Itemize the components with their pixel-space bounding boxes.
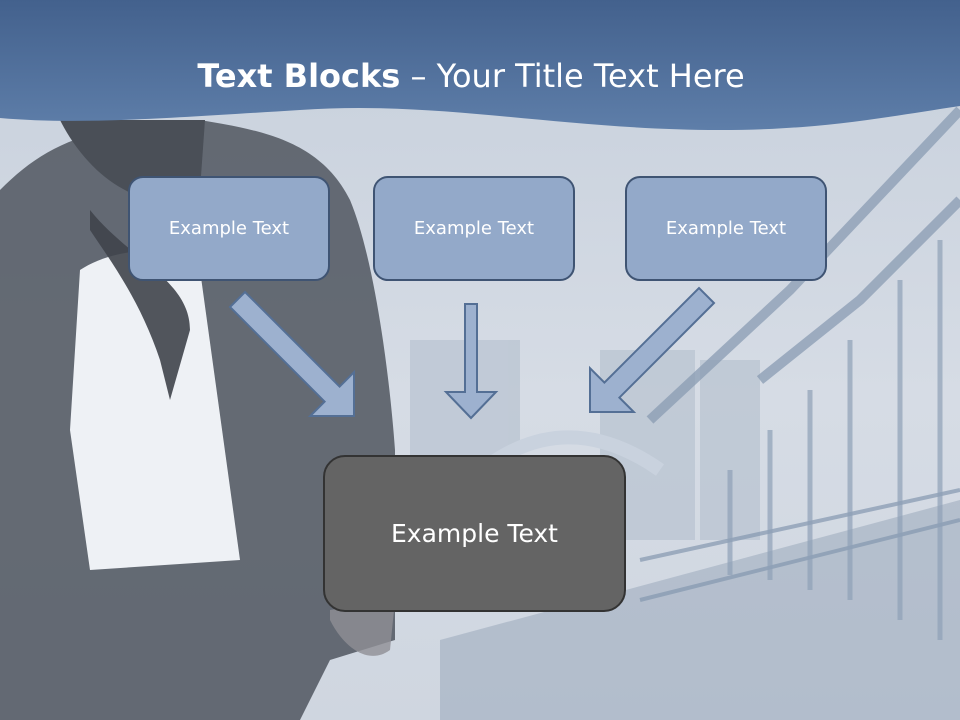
text-block-center-label: Example Text: [391, 519, 558, 548]
text-block-middle[interactable]: Example Text: [373, 176, 575, 281]
text-block-middle-label: Example Text: [413, 218, 535, 239]
text-block-right[interactable]: Example Text: [625, 176, 827, 281]
text-block-left[interactable]: Example Text: [128, 176, 330, 281]
title-rest: Your Title Text Here: [436, 57, 745, 95]
page-title: Text Blocks – Your Title Text Here: [0, 56, 942, 96]
text-block-left-label: Example Text: [168, 218, 290, 239]
text-block-center[interactable]: Example Text: [323, 455, 626, 612]
title-separator: –: [400, 57, 437, 95]
text-block-right-label: Example Text: [665, 218, 787, 239]
title-bold: Text Blocks: [197, 57, 401, 95]
